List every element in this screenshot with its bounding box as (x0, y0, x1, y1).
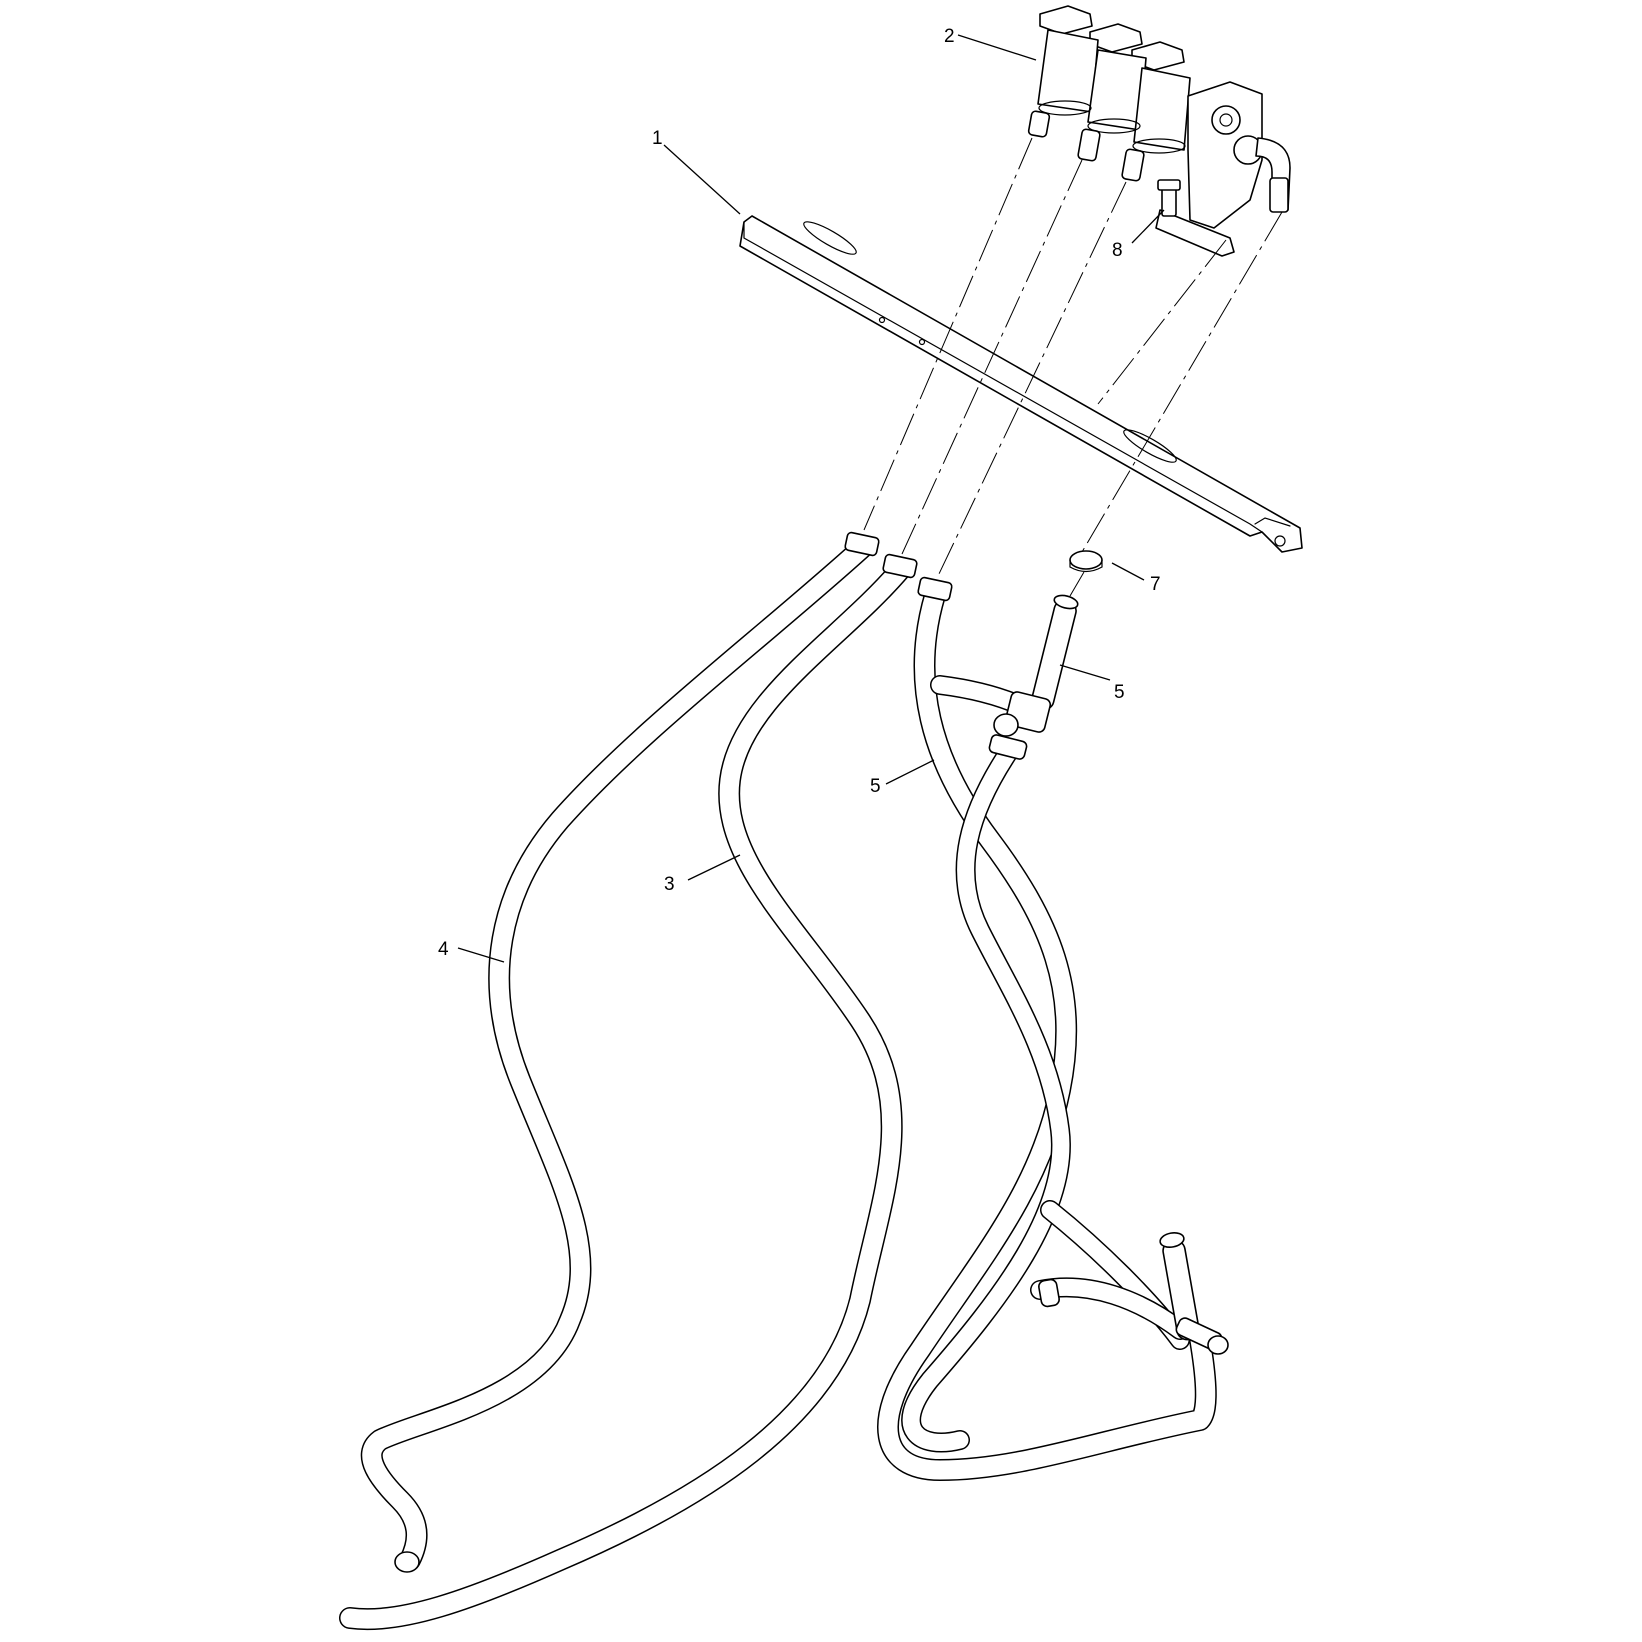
tee-fitting-lower (1038, 1231, 1229, 1355)
hose-3 (339, 559, 911, 1631)
callout-labels: 1 2 3 4 5 5 7 8 (438, 26, 1161, 960)
mounting-bar-1 (739, 215, 1303, 553)
hose-4 (360, 537, 873, 1573)
callout-5-lower: 5 (870, 776, 881, 797)
ring-7 (1069, 550, 1103, 573)
assembly-centerlines (863, 137, 1283, 597)
valve-assembly-2 (1027, 5, 1291, 257)
callout-leaders (457, 34, 1165, 963)
callout-7: 7 (1150, 574, 1161, 595)
bolt-8 (1157, 179, 1181, 217)
callout-5-upper: 5 (1114, 682, 1125, 703)
callout-1: 1 (652, 128, 663, 149)
hose-collars (844, 531, 953, 602)
hose-5-long (877, 584, 1217, 1481)
callout-2: 2 (944, 26, 955, 47)
tee-fitting-upper (988, 594, 1079, 760)
callout-4: 4 (438, 939, 449, 960)
hose-4-end (394, 1551, 420, 1573)
callout-3: 3 (664, 874, 675, 895)
callout-8: 8 (1112, 240, 1123, 261)
